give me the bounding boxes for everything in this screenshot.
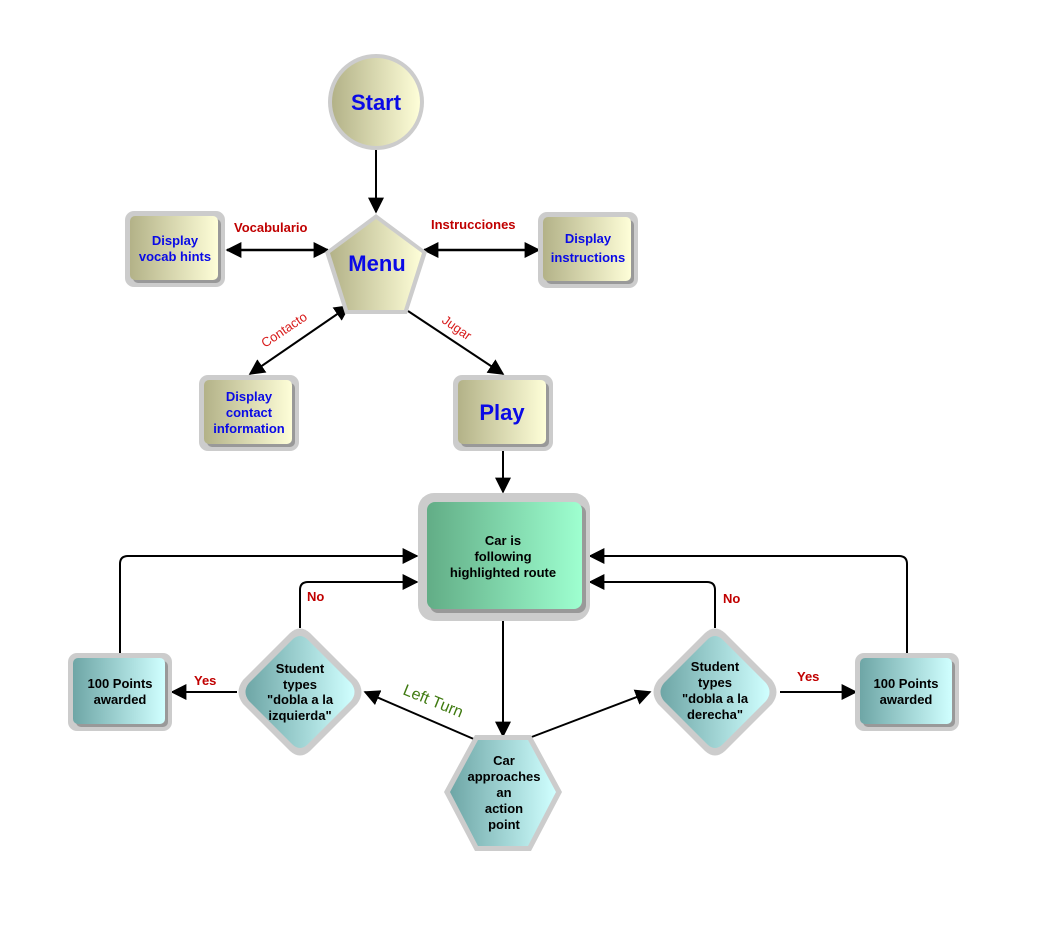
node-vocab-label-1: Display (152, 233, 199, 248)
node-instructions: Display instructions (538, 212, 638, 288)
node-menu-label: Menu (348, 251, 405, 276)
node-left-points-label-1: 100 Points (87, 676, 152, 691)
node-left-decision-label-1: Student (276, 661, 325, 676)
node-right-points-fill (860, 658, 952, 724)
node-right-points-label-1: 100 Points (873, 676, 938, 691)
node-right-decision-label-3: "dobla a la (682, 691, 749, 706)
node-vocab-label-2: vocab hints (139, 249, 211, 264)
node-following-label-1: Car is (485, 533, 521, 548)
node-right-decision-label-1: Student (691, 659, 740, 674)
node-left-decision-label-4: izquierda" (268, 708, 331, 723)
node-menu-fill (330, 219, 422, 310)
edge-approaches-right-decision (528, 689, 652, 739)
edge-approaches-left-decision (363, 690, 477, 741)
node-following-label-3: highlighted route (450, 565, 556, 580)
edge-label-no-left: No (307, 589, 324, 604)
node-left-decision: Student types "dobla a la izquierda" (238, 628, 362, 756)
node-start-fill (332, 58, 420, 146)
node-right-decision-label-2: types (698, 675, 732, 690)
edges (119, 150, 908, 741)
edge-label-yes-right: Yes (797, 669, 819, 684)
node-left-points-label-2: awarded (94, 692, 147, 707)
node-contact-label-2: contact (226, 405, 273, 420)
node-approaches-label-1: Car (493, 753, 515, 768)
edge-label-yes-left: Yes (194, 673, 216, 688)
node-vocab-fill (130, 216, 218, 280)
node-right-points-label-2: awarded (880, 692, 933, 707)
edge-label-jugar: Jugar (439, 312, 475, 343)
edge-label-left-turn: Left Turn (401, 682, 466, 721)
node-vocab-hints: Display vocab hints (125, 211, 225, 287)
edge-label-instrucciones: Instrucciones (431, 217, 516, 232)
node-left-points-fill (73, 658, 165, 724)
node-following-fill (427, 502, 582, 609)
node-approaches-label-4: action (485, 801, 523, 816)
edge-label-no-right: No (723, 591, 740, 606)
node-following-label-2: following (474, 549, 531, 564)
node-approaches-label-3: an (496, 785, 511, 800)
node-right-points: 100 Points awarded (855, 653, 959, 731)
edge-label-contacto: Contacto (258, 309, 310, 351)
node-play: Play (453, 375, 553, 451)
edge-left-no-loop (299, 574, 419, 628)
node-approaches-fill (450, 740, 556, 846)
node-approaches: Car approaches an action point (444, 735, 562, 851)
node-left-points: 100 Points awarded (68, 653, 172, 731)
node-contact-label-1: Display (226, 389, 273, 404)
node-instructions-fill (543, 217, 631, 281)
node-approaches-label-5: point (488, 817, 520, 832)
node-start: Start (328, 54, 424, 150)
node-left-decision-label-2: types (283, 677, 317, 692)
node-left-decision-fill (245, 636, 355, 748)
node-menu: Menu (325, 214, 427, 314)
node-contact: Display contact information (199, 375, 299, 451)
node-instructions-label-2: instructions (551, 250, 625, 265)
node-right-decision-fill (660, 636, 770, 748)
node-right-decision-label-4: derecha" (687, 707, 743, 722)
node-play-fill (458, 380, 546, 444)
edge-label-vocabulario: Vocabulario (234, 220, 308, 235)
node-approaches-label-2: approaches (468, 769, 541, 784)
node-play-label: Play (479, 400, 525, 425)
edge-menu-contact (248, 305, 351, 375)
edge-right-no-loop (588, 574, 716, 628)
node-right-decision: Student types "dobla a la derecha" (653, 628, 777, 756)
edge-left-points-loop (119, 548, 419, 654)
node-start-label: Start (351, 90, 402, 115)
edge-right-points-loop (588, 548, 908, 654)
node-contact-fill (204, 380, 292, 444)
node-following-route: Car is following highlighted route (418, 493, 590, 621)
node-instructions-label-1: Display (565, 231, 612, 246)
node-contact-label-3: information (213, 421, 285, 436)
edge-menu-play (407, 310, 505, 375)
node-left-decision-label-3: "dobla a la (267, 692, 334, 707)
